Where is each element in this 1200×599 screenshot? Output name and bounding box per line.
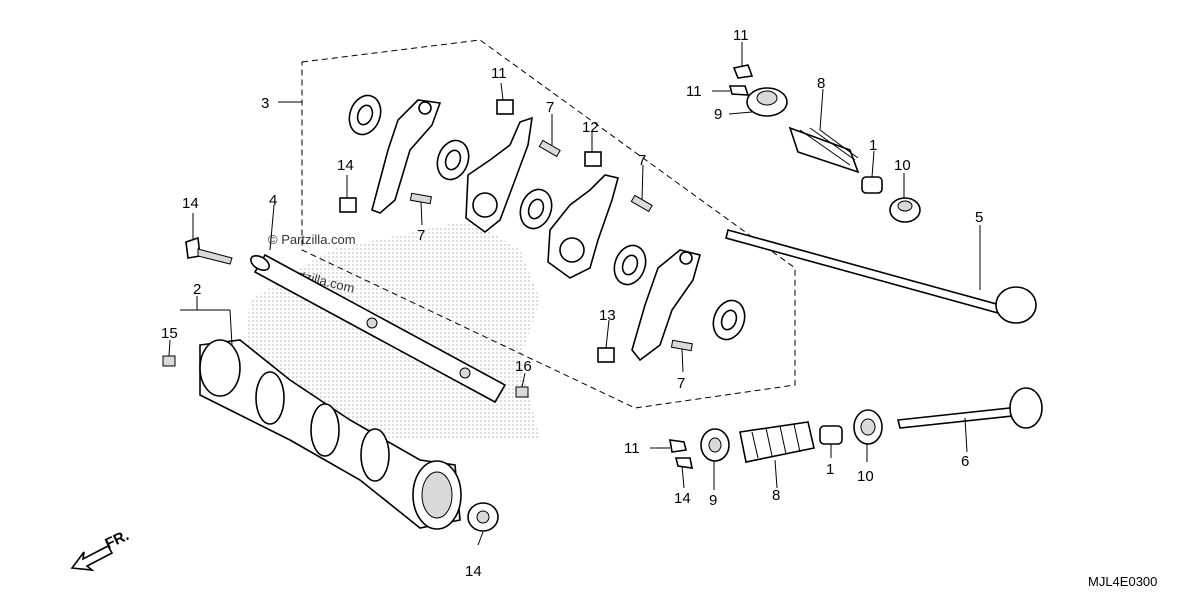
bolt-12	[185, 236, 233, 265]
camshaft	[199, 339, 462, 530]
callout-7a: 7	[546, 99, 554, 116]
callout-11d: 14	[674, 490, 691, 507]
callout-12: 14	[182, 195, 199, 212]
rocker-arm-4	[631, 249, 701, 362]
valve-train-lower	[669, 387, 1043, 469]
rocker-shaft	[250, 253, 507, 404]
valve-train-upper	[725, 64, 1037, 324]
rocker-arm-3	[547, 174, 619, 279]
camshaft-bush	[467, 502, 499, 532]
callout-1b: 1	[826, 461, 834, 478]
adjuster-screws	[409, 139, 693, 352]
rocker-arm-2	[465, 116, 533, 234]
callout-9a: 9	[714, 106, 722, 123]
callout-5: 5	[975, 209, 983, 226]
rocker-assembly-frame	[301, 39, 796, 409]
callout-14d: 13	[599, 307, 616, 324]
front-arrow-icon: FR.	[70, 527, 132, 572]
callout-10a: 10	[894, 157, 911, 174]
callout-14b: 11	[491, 65, 507, 82]
diagram-code: MJL4E0300	[1088, 574, 1157, 589]
callout-labels: 3 4 2 14 15 16 14 14 11 12 13 7 7 7 7 11…	[161, 27, 983, 580]
callout-4: 4	[269, 192, 277, 209]
leader-lines	[168, 42, 981, 546]
callout-10b: 10	[857, 468, 874, 485]
callout-13: 14	[465, 563, 482, 580]
callout-15: 15	[161, 325, 178, 342]
callout-11a: 11	[733, 27, 749, 44]
callout-9b: 9	[709, 492, 717, 509]
callout-16: 16	[515, 358, 532, 375]
callout-8b: 8	[772, 487, 780, 504]
callout-3: 3	[261, 95, 269, 112]
callout-14a: 14	[337, 157, 354, 174]
dowel-pin-16	[515, 386, 529, 398]
callout-8a: 8	[817, 75, 825, 92]
callout-11b: 11	[686, 83, 702, 100]
thrust-washers	[348, 94, 746, 341]
rocker-arm-1	[371, 99, 442, 214]
callout-6: 6	[961, 453, 969, 470]
callout-7c: 7	[638, 152, 646, 169]
callout-2: 2	[193, 281, 201, 298]
callout-1a: 1	[869, 137, 877, 154]
callout-14c: 12	[582, 119, 599, 136]
callout-7b: 7	[417, 227, 425, 244]
front-arrow-label: FR.	[103, 527, 132, 553]
dowel-pin-15	[162, 355, 176, 367]
callout-11c: 11	[624, 440, 640, 457]
callout-7d: 7	[677, 375, 685, 392]
watermark-text: © Partzilla.com	[268, 232, 356, 247]
